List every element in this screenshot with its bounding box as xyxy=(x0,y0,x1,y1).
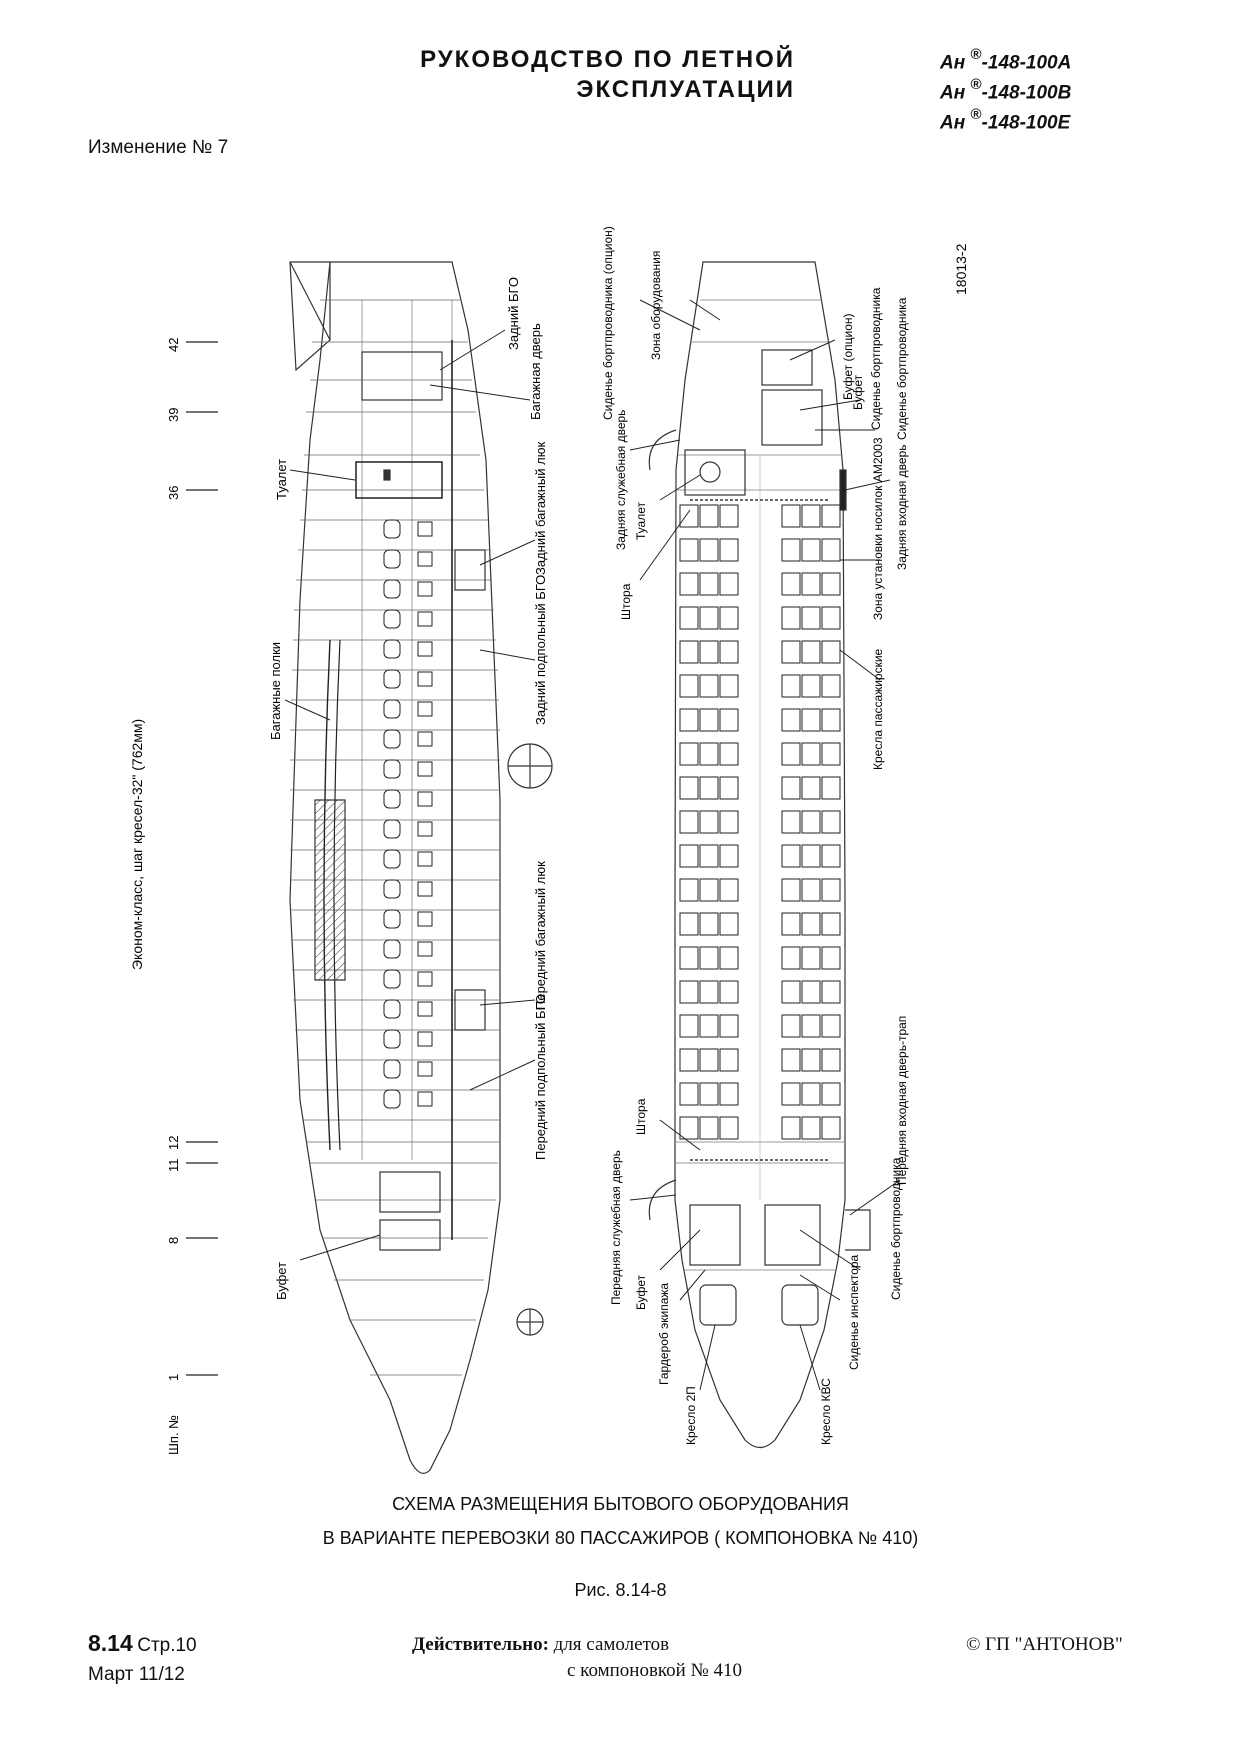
caption-line1: СХЕМА РАЗМЕЩЕНИЯ БЫТОВОГО ОБОРУДОВАНИЯ xyxy=(392,1494,849,1514)
label-passenger-seats: Кресла пассажирские xyxy=(871,648,885,770)
validity-note: Действительно: для самолетов xyxy=(412,1634,669,1656)
label-front-hatch: Передний багажный люк xyxy=(533,861,548,1010)
plan-view-leaders xyxy=(629,299,901,1391)
frame-num-8: 8 xyxy=(166,1237,181,1244)
manual-title-line1: РУКОВОДСТВО ПО ЛЕТНОЙ xyxy=(420,46,795,73)
label-galley-opt: Буфет (опцион) xyxy=(841,314,855,401)
label-equipment-zone: Зона оборудования xyxy=(649,251,663,360)
label-baggage-shelves: Багажные полки xyxy=(268,642,283,740)
model-a: Ан ®-148-100А xyxy=(940,46,1072,74)
side-view-leaders xyxy=(284,329,536,1261)
label-curtain-rear: Штора xyxy=(619,583,633,620)
label-galley-rear: Буфет xyxy=(851,374,865,410)
label-fa-seat-opt: Сиденье бортпроводника (опцион) xyxy=(601,226,615,420)
footer-date: Март 11/12 xyxy=(88,1664,185,1685)
label-galley-side: Буфет xyxy=(274,1262,289,1300)
label-fa-seat-rear-2: Сиденье бортпроводника xyxy=(869,287,883,430)
section-number: 8.14 xyxy=(88,1630,133,1656)
plan-view-seats xyxy=(679,504,841,1140)
figure-number: Рис. 8.14-8 xyxy=(574,1580,667,1600)
label-toilet-plan: Туалет xyxy=(634,502,648,540)
label-front-service-door: Передняя служебная дверь xyxy=(609,1150,623,1305)
label-captain-seat: Кресло КВС xyxy=(819,1378,833,1445)
label-rear-entry-door: Задняя входная дверь xyxy=(895,444,909,570)
caption-line2: В ВАРИАНТЕ ПЕРЕВОЗКИ 80 ПАССАЖИРОВ ( КОМ… xyxy=(322,1528,919,1548)
label-toilet-side: Туалет xyxy=(274,459,289,500)
frame-label: Шп. № xyxy=(166,1415,181,1455)
frame-num-11: 11 xyxy=(166,1159,181,1173)
page-number: Стр.10 xyxy=(137,1635,197,1656)
footer-page-ref: 8.14 Стр.10 xyxy=(88,1630,197,1657)
side-view-seats xyxy=(383,519,433,1109)
label-copilot-seat: Кресло 2П xyxy=(684,1386,698,1445)
frame-scale xyxy=(186,341,218,1376)
class-note: Эконом-класс, шаг кресел-32" (762мм) xyxy=(129,719,145,970)
label-fa-seat-front: Сиденье бортпроводника xyxy=(889,1157,903,1300)
validity-line1: для самолетов xyxy=(548,1634,670,1655)
frame-num-12: 12 xyxy=(166,1136,181,1150)
label-baggage-door: Багажная дверь xyxy=(528,323,543,420)
side-view xyxy=(289,261,553,1474)
frame-num-39: 39 xyxy=(166,408,181,422)
validity-label: Действительно: xyxy=(412,1634,549,1655)
label-rear-service-door: Задняя служебная дверь xyxy=(614,410,628,550)
label-stretcher-zone: Зона установки носилок АМ2003 xyxy=(871,437,885,620)
model-e: Ан ®-148-100Е xyxy=(940,106,1071,134)
revision-label: Изменение № 7 xyxy=(88,137,229,158)
label-rear-bgo: Задний БГО xyxy=(506,277,521,350)
label-front-underfloor-bgo: Передний подпольный БГО xyxy=(533,994,548,1160)
label-crew-wardrobe: Гардероб экипажа xyxy=(657,1283,671,1385)
drawing-number: 18013-2 xyxy=(953,243,969,295)
label-rear-underfloor-bgo: Задний подпольный БГО xyxy=(533,575,548,725)
label-galley-front: Буфет xyxy=(634,1274,648,1310)
validity-line2: с компоновкой № 410 xyxy=(567,1660,742,1681)
manual-title-line2: ЭКСПЛУАТАЦИИ xyxy=(576,76,795,103)
label-fa-seat-rear-1: Сиденье бортпроводника xyxy=(895,297,909,440)
copyright: © ГП "АНТОНОВ" xyxy=(966,1634,1123,1655)
plan-view xyxy=(648,261,871,1449)
label-curtain-front: Штора xyxy=(634,1098,648,1135)
label-front-entry-door: Передняя входная дверь-трап xyxy=(895,1016,909,1185)
model-b: Ан ®-148-100В xyxy=(940,76,1072,104)
frame-num-1: 1 xyxy=(166,1374,181,1381)
label-rear-hatch: Задний багажный люк xyxy=(533,442,548,575)
frame-num-42: 42 xyxy=(166,338,181,352)
label-inspector-seat: Сиденье инспектора xyxy=(847,1254,861,1370)
frame-num-36: 36 xyxy=(166,486,181,500)
